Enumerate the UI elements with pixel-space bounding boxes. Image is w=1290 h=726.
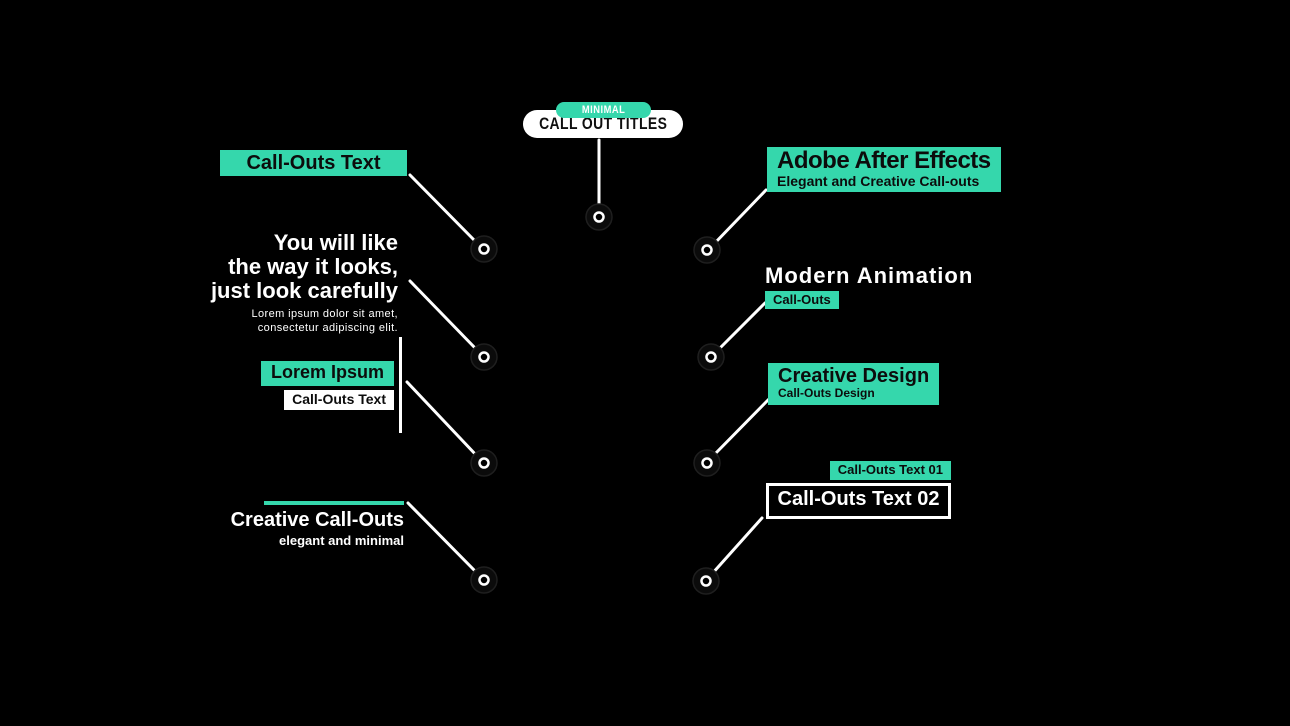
header-title: CALL OUT TITLES <box>538 114 668 133</box>
you-will-like-line1: You will like <box>273 230 398 255</box>
creative-callouts-subtitle: elegant and minimal <box>279 533 404 548</box>
callout-text-box: Call-Outs Text <box>220 150 407 176</box>
endpoint-marker <box>470 235 498 263</box>
adobe-after-effects-box: Adobe After Effects Elegant and Creative… <box>767 147 1001 192</box>
endpoint-marker <box>693 236 721 264</box>
numbered-callout-outline-box: Call-Outs Text 02 <box>766 483 951 519</box>
adobe-subtitle: Elegant and Creative Call-outs <box>777 173 980 189</box>
numbered-callout-badge: Call-Outs Text 01 <box>829 461 951 480</box>
endpoint-markers <box>470 203 725 595</box>
header-badge: MINIMAL <box>581 104 626 116</box>
leader-line-creative-callouts <box>406 501 479 575</box>
you-will-like-line3: just look carefully <box>210 278 398 303</box>
you-will-like-sub1: Lorem ipsum dolor sit amet, <box>251 308 398 320</box>
creative-design-box: Creative Design Call-Outs Design <box>768 363 940 405</box>
leader-line-you-will-like <box>408 279 479 352</box>
modern-animation-badge: Call-Outs <box>765 291 839 309</box>
lorem-ipsum-title-box: Lorem Ipsum <box>260 361 394 386</box>
leader-line-adobe <box>711 188 768 247</box>
leader-line-lorem-ipsum <box>405 380 479 458</box>
creative-design-subtitle: Call-Outs Design <box>778 386 875 400</box>
creative-design-title: Creative Design <box>778 365 930 387</box>
endpoint-marker <box>470 343 498 371</box>
modern-animation-callout: Modern Animation Call-Outs <box>765 263 973 309</box>
creative-callouts-accent-rule <box>264 501 404 505</box>
you-will-like-line2: the way it looks, <box>228 254 398 279</box>
creative-callouts-title: Creative Call-Outs <box>230 509 404 531</box>
modern-animation-title: Modern Animation <box>765 263 974 288</box>
endpoint-marker <box>697 343 725 371</box>
you-will-like-callout: You will like the way it looks, just loo… <box>211 231 398 335</box>
leader-line-numbered <box>709 516 764 577</box>
endpoint-marker <box>470 449 498 477</box>
callout-text-title: Call-Outs Text <box>246 151 381 174</box>
endpoint-marker <box>692 567 720 595</box>
adobe-title: Adobe After Effects <box>777 147 991 174</box>
leader-line-creative-design <box>710 396 772 459</box>
endpoint-marker <box>693 449 721 477</box>
leader-line-modern-animation <box>714 301 767 354</box>
you-will-like-sub2: consectetur adipiscing elit. <box>257 322 398 334</box>
creative-callouts-callout: Creative Call-Outs elegant and minimal <box>231 501 404 548</box>
endpoint-marker <box>585 203 613 231</box>
lorem-ipsum-subtitle-box: Call-Outs Text <box>284 390 394 410</box>
lorem-ipsum-callout: Lorem Ipsum Call-Outs Text <box>260 361 394 410</box>
leader-line-callout-text <box>408 173 479 245</box>
endpoint-marker <box>470 566 498 594</box>
header-badge-pill: MINIMAL <box>556 102 651 118</box>
numbered-callout: Call-Outs Text 01 Call-Outs Text 02 <box>766 461 951 519</box>
